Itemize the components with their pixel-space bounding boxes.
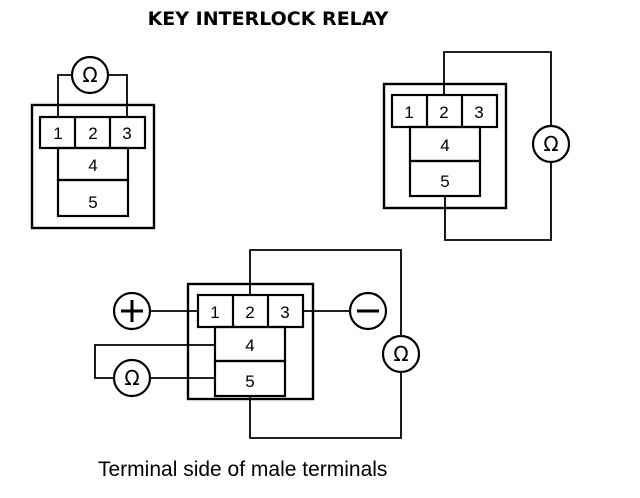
ohm-symbol: Ω	[82, 63, 97, 87]
terminal-2-label: 2	[88, 124, 97, 143]
ohmmeter-icon	[381, 334, 421, 374]
terminal-2-label: 2	[245, 303, 254, 322]
terminal-2-label: 2	[439, 103, 448, 122]
terminal-1-label: 1	[53, 124, 62, 143]
terminal-5-label: 5	[440, 172, 449, 191]
relay-connector-1: 1 2 3 4 5 Ω	[30, 55, 156, 230]
diagram-caption: Terminal side of male terminals	[98, 458, 388, 481]
ohmmeter-icon	[70, 55, 110, 95]
ohmmeter-icon	[531, 124, 571, 164]
terminal-5-label: 5	[245, 372, 254, 391]
terminal-3-label: 3	[280, 303, 289, 322]
terminal-4-label: 4	[245, 336, 254, 355]
relay-connector-3: 1 2 3 4 5 Ω Ω	[94, 249, 421, 439]
terminal-5-cell	[56, 178, 130, 218]
terminal-4-label: 4	[440, 136, 449, 155]
terminal-3-label: 3	[122, 124, 131, 143]
ohm-symbol: Ω	[124, 366, 139, 390]
terminal-3-label: 3	[474, 103, 483, 122]
ohmmeter-icon	[112, 358, 152, 398]
connector-housing	[30, 103, 156, 230]
terminal-4-label: 4	[88, 156, 97, 175]
diagram-title: KEY INTERLOCK RELAY	[147, 8, 389, 30]
ohm-symbol: Ω	[393, 342, 408, 366]
terminal-1-label: 1	[404, 103, 413, 122]
ohm-symbol: Ω	[543, 132, 558, 156]
terminal-1-label: 1	[210, 303, 219, 322]
terminal-5-label: 5	[88, 193, 97, 212]
relay-connector-2: 1 2 3 4 5 Ω	[382, 51, 571, 241]
